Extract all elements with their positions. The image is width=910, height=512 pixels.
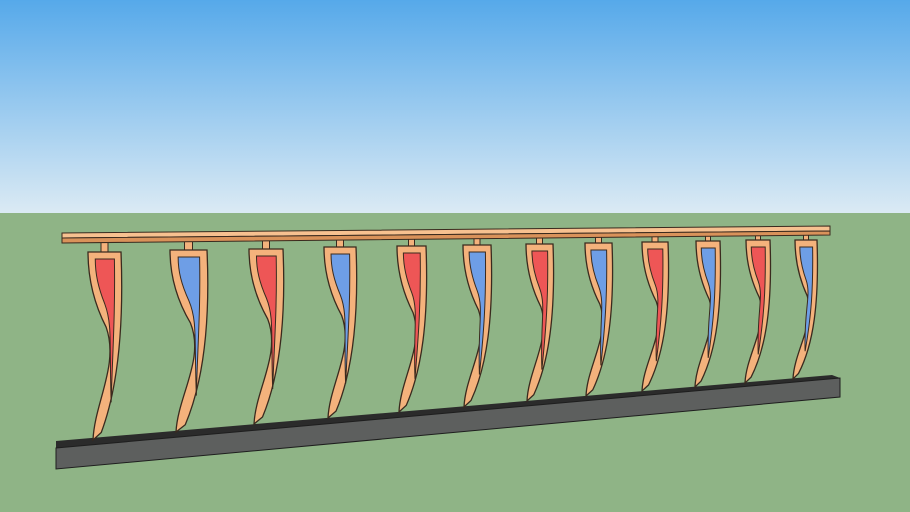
panel-glass-red [647,248,664,362]
panel-glass-red [255,255,277,390]
panel-glass-blue [799,246,814,352]
top-rail-front [61,230,831,244]
panel-glass-red [402,252,421,379]
panels [87,227,819,442]
railing-panel [323,234,358,420]
panel-glass-blue [590,249,608,366]
base-beam-top [56,375,840,448]
top-rail [61,225,831,244]
panel-glass-blue [330,253,351,384]
panel-glass-blue [177,256,201,396]
railing-panel [169,237,209,434]
panel-glass-red [750,246,766,355]
panel-glass-blue [468,251,487,375]
sky [0,0,910,213]
railing-panel [396,233,428,414]
base-beam-front [55,377,841,470]
panel-glass-red [531,250,549,370]
panel-glass-red [94,258,116,403]
base-beam [55,375,841,470]
panel-glass-blue [700,247,716,358]
ground [0,213,910,512]
railing-panel [87,239,123,442]
